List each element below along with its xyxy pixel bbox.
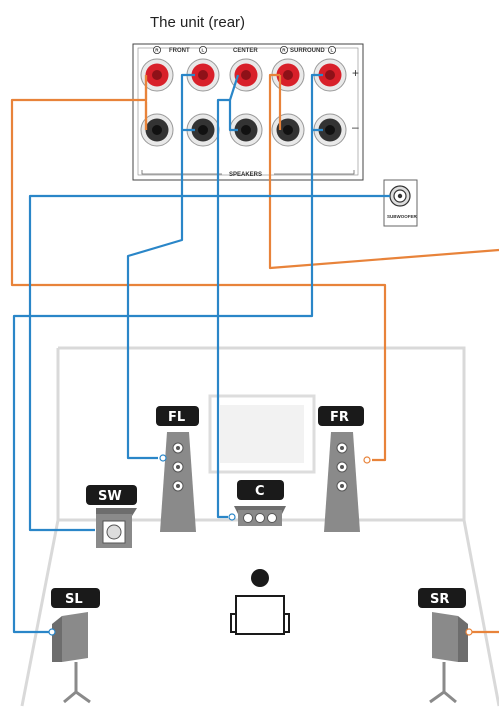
wire-surround-l — [12, 73, 323, 634]
speakers-label: SPEAKERS — [229, 172, 262, 178]
svg-text:L: L — [202, 48, 205, 53]
svg-text:FL: FL — [168, 410, 185, 425]
svg-text:R: R — [282, 48, 286, 53]
svg-text:L: L — [331, 48, 334, 53]
terminal-surround-l-minus — [313, 113, 347, 147]
center-speaker — [228, 506, 286, 526]
orange-wires — [10, 73, 499, 634]
surround-r-mark: R — [279, 46, 288, 55]
svg-text:SL: SL — [65, 592, 83, 607]
terminal-center-plus — [229, 58, 263, 92]
svg-text:C: C — [255, 484, 265, 499]
blue-wires — [12, 73, 390, 634]
minus-sign: – — [352, 120, 359, 134]
wire-center — [216, 74, 240, 519]
terminal-front-r-minus — [140, 113, 174, 147]
svg-text:FR: FR — [330, 410, 349, 425]
badge-fl: FL — [156, 406, 199, 426]
terminal-front-r-plus — [140, 58, 174, 92]
surround-label: SURROUND — [290, 48, 325, 54]
front-label: FRONT — [169, 48, 190, 54]
fr-speaker — [324, 432, 371, 532]
terminal-center-minus — [229, 113, 263, 147]
surround-l-mark: L — [327, 46, 336, 55]
diagram-title: The unit (rear) — [150, 14, 245, 31]
sl-speaker — [48, 612, 91, 704]
terminal-front-l-minus — [186, 113, 220, 147]
badge-fr: FR — [318, 406, 364, 426]
wire-surround-r — [268, 73, 499, 270]
listener-icon — [230, 569, 290, 635]
front-l-mark: L — [198, 46, 207, 55]
center-label: CENTER — [233, 48, 258, 54]
front-r-mark: R — [152, 46, 161, 55]
fl-speaker — [159, 432, 196, 532]
terminal-surround-r-minus — [271, 113, 305, 147]
svg-text:SW: SW — [98, 489, 122, 504]
subwoofer-label: SUBWOOFER — [387, 214, 417, 219]
badge-sw: SW — [86, 485, 137, 505]
rear-panel: FRONT CENTER SURROUND R L R L + – SPEAKE… — [132, 43, 418, 227]
svg-text:R: R — [155, 48, 159, 53]
wire-front-l — [126, 73, 195, 460]
tv-screen — [208, 394, 316, 474]
badge-sr: SR — [418, 588, 466, 608]
sr-speaker — [429, 612, 473, 704]
badge-sl: SL — [51, 588, 100, 608]
svg-text:SR: SR — [430, 592, 449, 607]
terminal-surround-l-plus — [313, 58, 347, 92]
subwoofer-speaker — [96, 508, 137, 548]
wire-subwoofer — [28, 194, 390, 532]
plus-sign: + — [352, 66, 359, 80]
subwoofer-jack: SUBWOOFER — [383, 179, 418, 227]
terminal-front-l-plus — [186, 58, 220, 92]
badge-c: C — [237, 480, 284, 500]
